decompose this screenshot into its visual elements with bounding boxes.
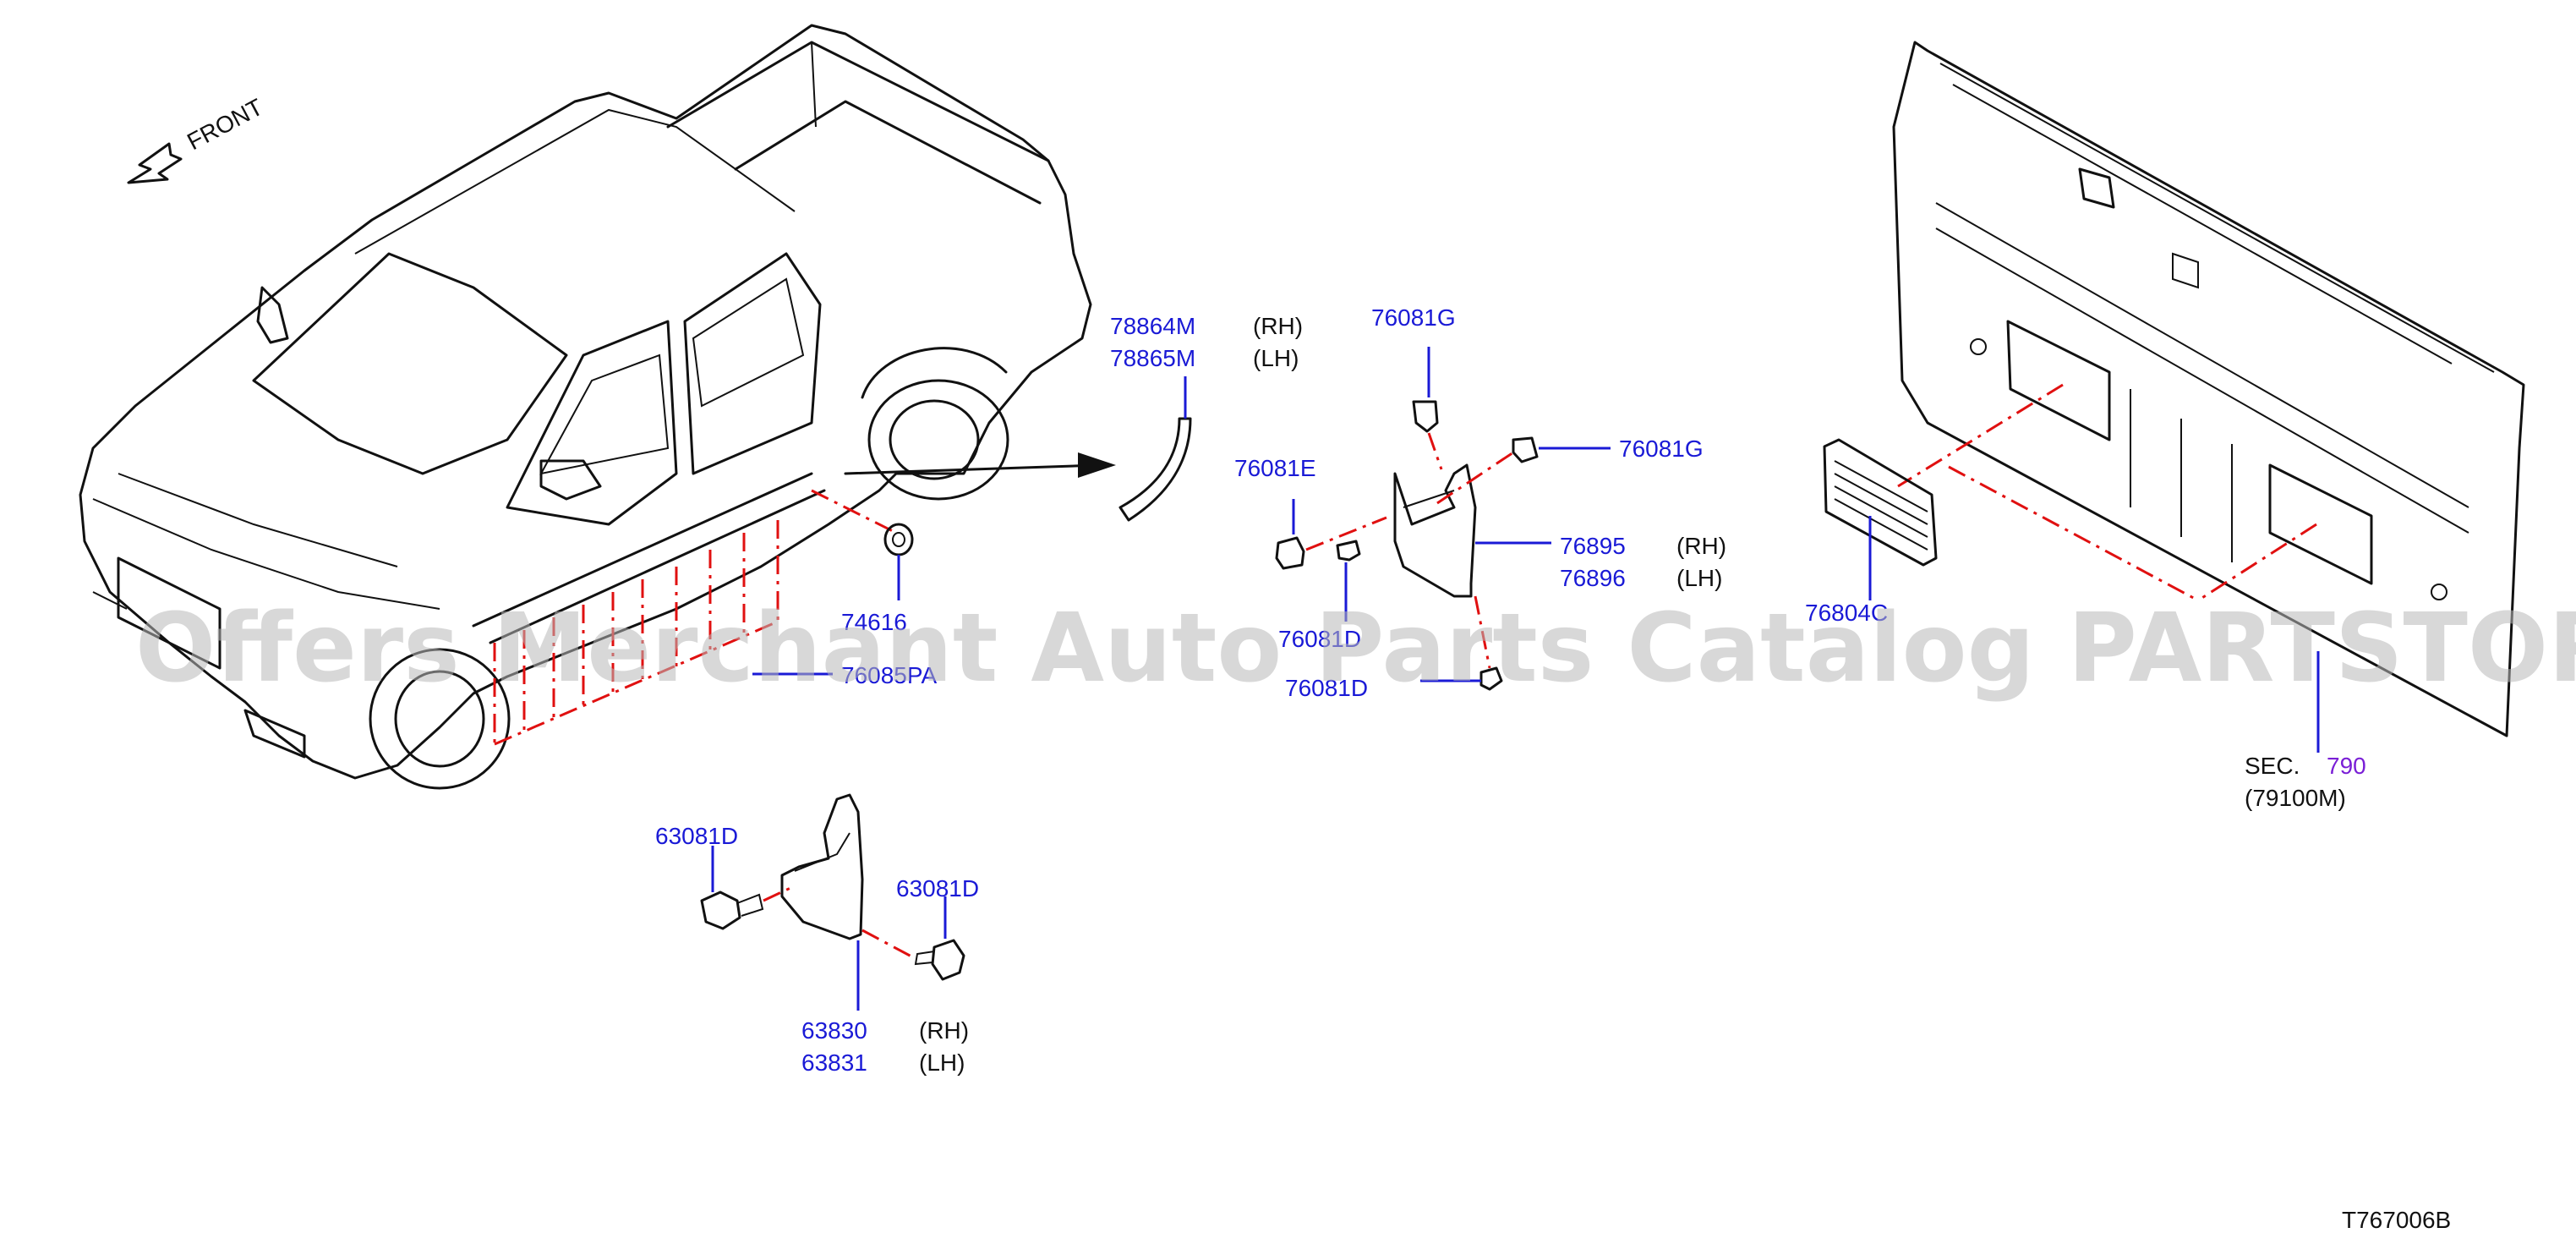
label-78864M[interactable]: 78864M xyxy=(1110,313,1195,339)
sill-dash-lines xyxy=(493,489,897,746)
rear-mudguard-group xyxy=(1275,347,1611,691)
sec-ref: (79100M) xyxy=(2245,785,2346,811)
label-76081D-b[interactable]: 76081D xyxy=(1285,675,1368,701)
bolt-63081D-right-icon xyxy=(931,939,965,981)
label-63081D-right[interactable]: 63081D xyxy=(896,875,979,902)
label-76081E[interactable]: 76081E xyxy=(1234,455,1316,481)
clip-76081D-bottom-icon xyxy=(1479,666,1503,691)
label-76895[interactable]: 76895 xyxy=(1560,533,1626,559)
label-76896[interactable]: 76896 xyxy=(1560,565,1626,591)
front-label: FRONT xyxy=(183,94,267,156)
label-63830[interactable]: 63830 xyxy=(801,1017,867,1044)
label-63831[interactable]: 63831 xyxy=(801,1049,867,1076)
label-63081D-left[interactable]: 63081D xyxy=(655,823,738,849)
sec-number-link[interactable]: 790 xyxy=(2327,753,2366,779)
screw-76081E-icon xyxy=(1275,536,1305,570)
diagram-code: T767006B xyxy=(2342,1207,2451,1233)
label-76895-rh: (RH) xyxy=(1676,533,1726,559)
label-76804C[interactable]: 76804C xyxy=(1805,600,1888,626)
label-76081G-top[interactable]: 76081G xyxy=(1371,304,1456,331)
bolt-63081D-left-icon xyxy=(700,891,741,930)
truck-illustration xyxy=(79,24,1092,790)
vent-76804C xyxy=(1823,438,1938,600)
label-78865M[interactable]: 78865M xyxy=(1110,345,1195,371)
label-78865M-lh: (LH) xyxy=(1253,345,1299,371)
tailgate-panel xyxy=(1892,41,2525,753)
front-mudguard-group xyxy=(700,793,965,1011)
label-78864M-rh: (RH) xyxy=(1253,313,1303,339)
watermark: Offers Merchant Auto Parts Catalog PARTS… xyxy=(135,594,2576,704)
label-76085PA[interactable]: 76085PA xyxy=(841,662,937,688)
label-76896-lh: (LH) xyxy=(1676,565,1722,591)
mudguard-76895 xyxy=(1393,463,1477,598)
sec-label: SEC. xyxy=(2245,753,2300,779)
label-76081D-a[interactable]: 76081D xyxy=(1278,626,1361,652)
clip-76081D-left-icon xyxy=(1336,540,1361,562)
label-74616[interactable]: 74616 xyxy=(841,609,907,635)
mudguard-63830 xyxy=(780,793,864,940)
moulding-78864M xyxy=(1118,417,1192,522)
arrow-head-icon xyxy=(1078,452,1116,478)
label-63831-lh: (LH) xyxy=(919,1049,965,1076)
clip-76081G-top-icon xyxy=(1412,400,1439,433)
washer-74616-icon xyxy=(883,523,914,556)
front-arrow-icon xyxy=(127,142,183,184)
label-63830-rh: (RH) xyxy=(919,1017,969,1044)
label-76081G-right[interactable]: 76081G xyxy=(1619,436,1704,462)
clip-76081G-right-icon xyxy=(1512,436,1539,463)
